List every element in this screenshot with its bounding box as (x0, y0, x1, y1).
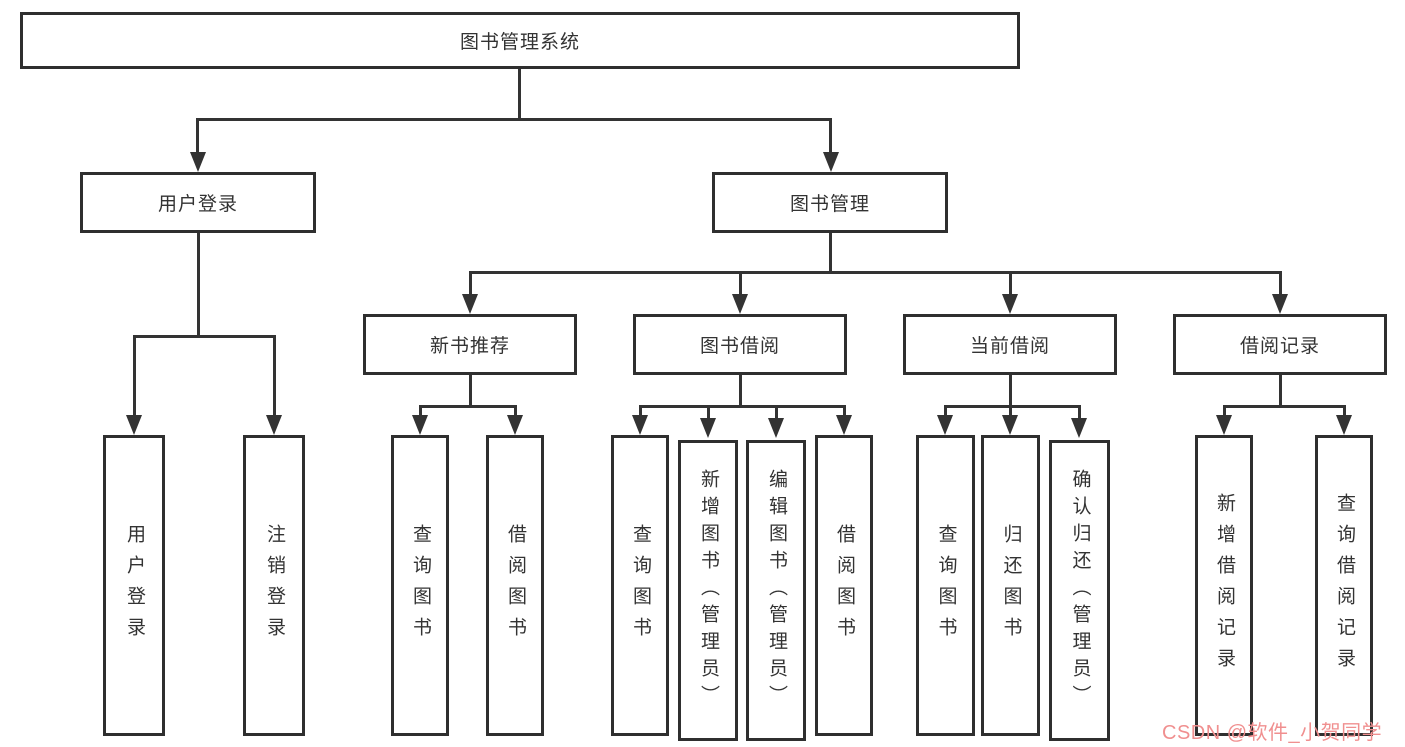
connector-line (133, 335, 276, 338)
connector-line (469, 271, 472, 295)
connector-line (775, 405, 778, 419)
connector-line (944, 405, 1081, 408)
arrow-down-icon (266, 415, 282, 435)
leaf-borrow-borrow-books-label: 借阅图书 (833, 523, 855, 648)
connector-line (1009, 271, 1012, 295)
connector-line (1009, 405, 1012, 417)
leaf-borrow-edit-books-admin-label: 编辑图书（管理员） (765, 469, 787, 712)
connector-line (707, 405, 710, 419)
leaf-current-query-books-label: 查询图书 (935, 523, 957, 648)
leaf-recommend-borrow-books-label: 借阅图书 (504, 523, 526, 648)
arrow-down-icon (126, 415, 142, 435)
leaf-records-query-record-label: 查询借阅记录 (1333, 492, 1355, 679)
connector-line (639, 405, 642, 417)
leaf-recommend-query-books-label: 查询图书 (409, 523, 431, 648)
connector-line (1223, 405, 1346, 408)
arrow-down-icon (190, 152, 206, 172)
leaf-current-return-books: 归还图书 (981, 435, 1040, 736)
connector-line (469, 375, 472, 407)
arrow-down-icon (412, 415, 428, 435)
csdn-watermark: CSDN @软件_小贺同学 (1162, 722, 1383, 744)
arrow-down-icon (732, 294, 748, 314)
connector-line (944, 405, 947, 417)
leaf-logout-label: 注销登录 (263, 523, 285, 648)
connector-line (197, 233, 200, 337)
node-book-borrowing: 图书借阅 (633, 314, 847, 375)
node-root-label: 图书管理系统 (459, 32, 580, 53)
connector-line (1223, 405, 1226, 417)
leaf-current-confirm-return-admin: 确认归还（管理员） (1049, 440, 1110, 741)
connector-line (1343, 405, 1346, 417)
node-borrowing-records: 借阅记录 (1173, 314, 1387, 375)
arrow-down-icon (937, 415, 953, 435)
node-new-book-recommend-label: 新书推荐 (429, 336, 510, 357)
node-user-login: 用户登录 (80, 172, 316, 233)
node-book-management: 图书管理 (712, 172, 948, 233)
arrow-down-icon (823, 152, 839, 172)
connector-line (133, 335, 136, 415)
leaf-records-query-record: 查询借阅记录 (1315, 435, 1373, 736)
connector-line (639, 405, 846, 408)
connector-line (419, 405, 422, 417)
arrow-down-icon (836, 415, 852, 435)
leaf-user-login-label: 用户登录 (123, 523, 145, 648)
leaf-borrow-add-books-admin: 新增图书（管理员） (678, 440, 738, 741)
arrow-down-icon (507, 415, 523, 435)
connector-line (196, 118, 832, 121)
node-book-management-label: 图书管理 (789, 194, 870, 215)
arrow-down-icon (1336, 415, 1352, 435)
arrow-down-icon (1002, 415, 1018, 435)
connector-line (419, 405, 517, 408)
connector-line (739, 271, 742, 295)
connector-line (739, 375, 742, 407)
arrow-down-icon (1272, 294, 1288, 314)
leaf-borrow-add-books-admin-label: 新增图书（管理员） (697, 469, 719, 712)
node-borrowing-records-label: 借阅记录 (1239, 336, 1320, 357)
node-book-borrowing-label: 图书借阅 (699, 336, 780, 357)
node-root: 图书管理系统 (20, 12, 1020, 69)
arrow-down-icon (462, 294, 478, 314)
arrow-down-icon (1002, 294, 1018, 314)
leaf-logout: 注销登录 (243, 435, 305, 736)
connector-line (518, 69, 521, 120)
leaf-borrow-query-books-label: 查询图书 (629, 523, 651, 648)
leaf-current-confirm-return-admin-label: 确认归还（管理员） (1069, 469, 1091, 712)
arrow-down-icon (1216, 415, 1232, 435)
connector-line (1078, 405, 1081, 419)
leaf-records-add-record-label: 新增借阅记录 (1213, 492, 1235, 679)
leaf-recommend-query-books: 查询图书 (391, 435, 449, 736)
connector-line (469, 271, 1282, 274)
connector-line (196, 118, 199, 154)
leaf-recommend-borrow-books: 借阅图书 (486, 435, 544, 736)
node-new-book-recommend: 新书推荐 (363, 314, 577, 375)
connector-line (829, 118, 832, 154)
leaf-current-return-books-label: 归还图书 (1000, 523, 1022, 648)
leaf-borrow-edit-books-admin: 编辑图书（管理员） (746, 440, 806, 741)
connector-line (829, 233, 832, 273)
connector-line (514, 405, 517, 417)
leaf-records-add-record: 新增借阅记录 (1195, 435, 1253, 736)
arrow-down-icon (1071, 418, 1087, 438)
arrow-down-icon (768, 418, 784, 438)
leaf-borrow-borrow-books: 借阅图书 (815, 435, 873, 736)
leaf-user-login: 用户登录 (103, 435, 165, 736)
node-user-login-label: 用户登录 (157, 194, 238, 215)
connector-line (273, 335, 276, 415)
connector-line (843, 405, 846, 417)
node-current-borrowing-label: 当前借阅 (969, 336, 1050, 357)
leaf-borrow-query-books: 查询图书 (611, 435, 669, 736)
node-current-borrowing: 当前借阅 (903, 314, 1117, 375)
connector-line (1279, 375, 1282, 407)
arrow-down-icon (700, 418, 716, 438)
connector-line (1279, 271, 1282, 295)
leaf-current-query-books: 查询图书 (916, 435, 975, 736)
arrow-down-icon (632, 415, 648, 435)
connector-line (1009, 375, 1012, 407)
